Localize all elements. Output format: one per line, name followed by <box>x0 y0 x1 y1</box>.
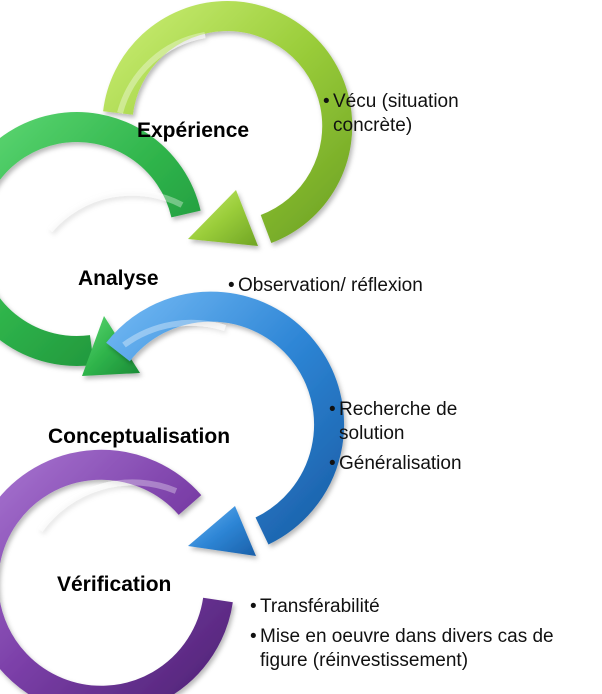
bullet-item: Vécu (situation concrète) <box>323 90 543 138</box>
bullet-item: Généralisation <box>329 452 519 476</box>
bullet-item: Mise en oeuvre dans divers cas de figure… <box>250 625 570 673</box>
stage-label-analyse: Analyse <box>78 267 159 290</box>
arrow-verification <box>0 449 233 694</box>
arrow-experience <box>103 1 353 246</box>
bullet-item: Transférabilité <box>250 595 570 619</box>
bullets-verification: Transférabilité Mise en oeuvre dans dive… <box>250 595 570 673</box>
bullet-item: Recherche de solution <box>329 398 519 446</box>
stage-label-verification: Vérification <box>57 573 172 596</box>
stage-label-experience: Expérience <box>137 119 250 142</box>
bullets-conceptualisation: Recherche de solution Généralisation <box>329 398 519 476</box>
bullets-experience: Vécu (situation concrète) <box>323 90 543 138</box>
bullet-item: Observation/ réflexion <box>228 274 528 298</box>
arrow-conceptualisation <box>106 291 345 556</box>
bullets-analyse: Observation/ réflexion <box>228 274 528 298</box>
stage-label-conceptualisation: Conceptualisation <box>48 425 231 448</box>
arrow-analyse <box>0 112 201 376</box>
